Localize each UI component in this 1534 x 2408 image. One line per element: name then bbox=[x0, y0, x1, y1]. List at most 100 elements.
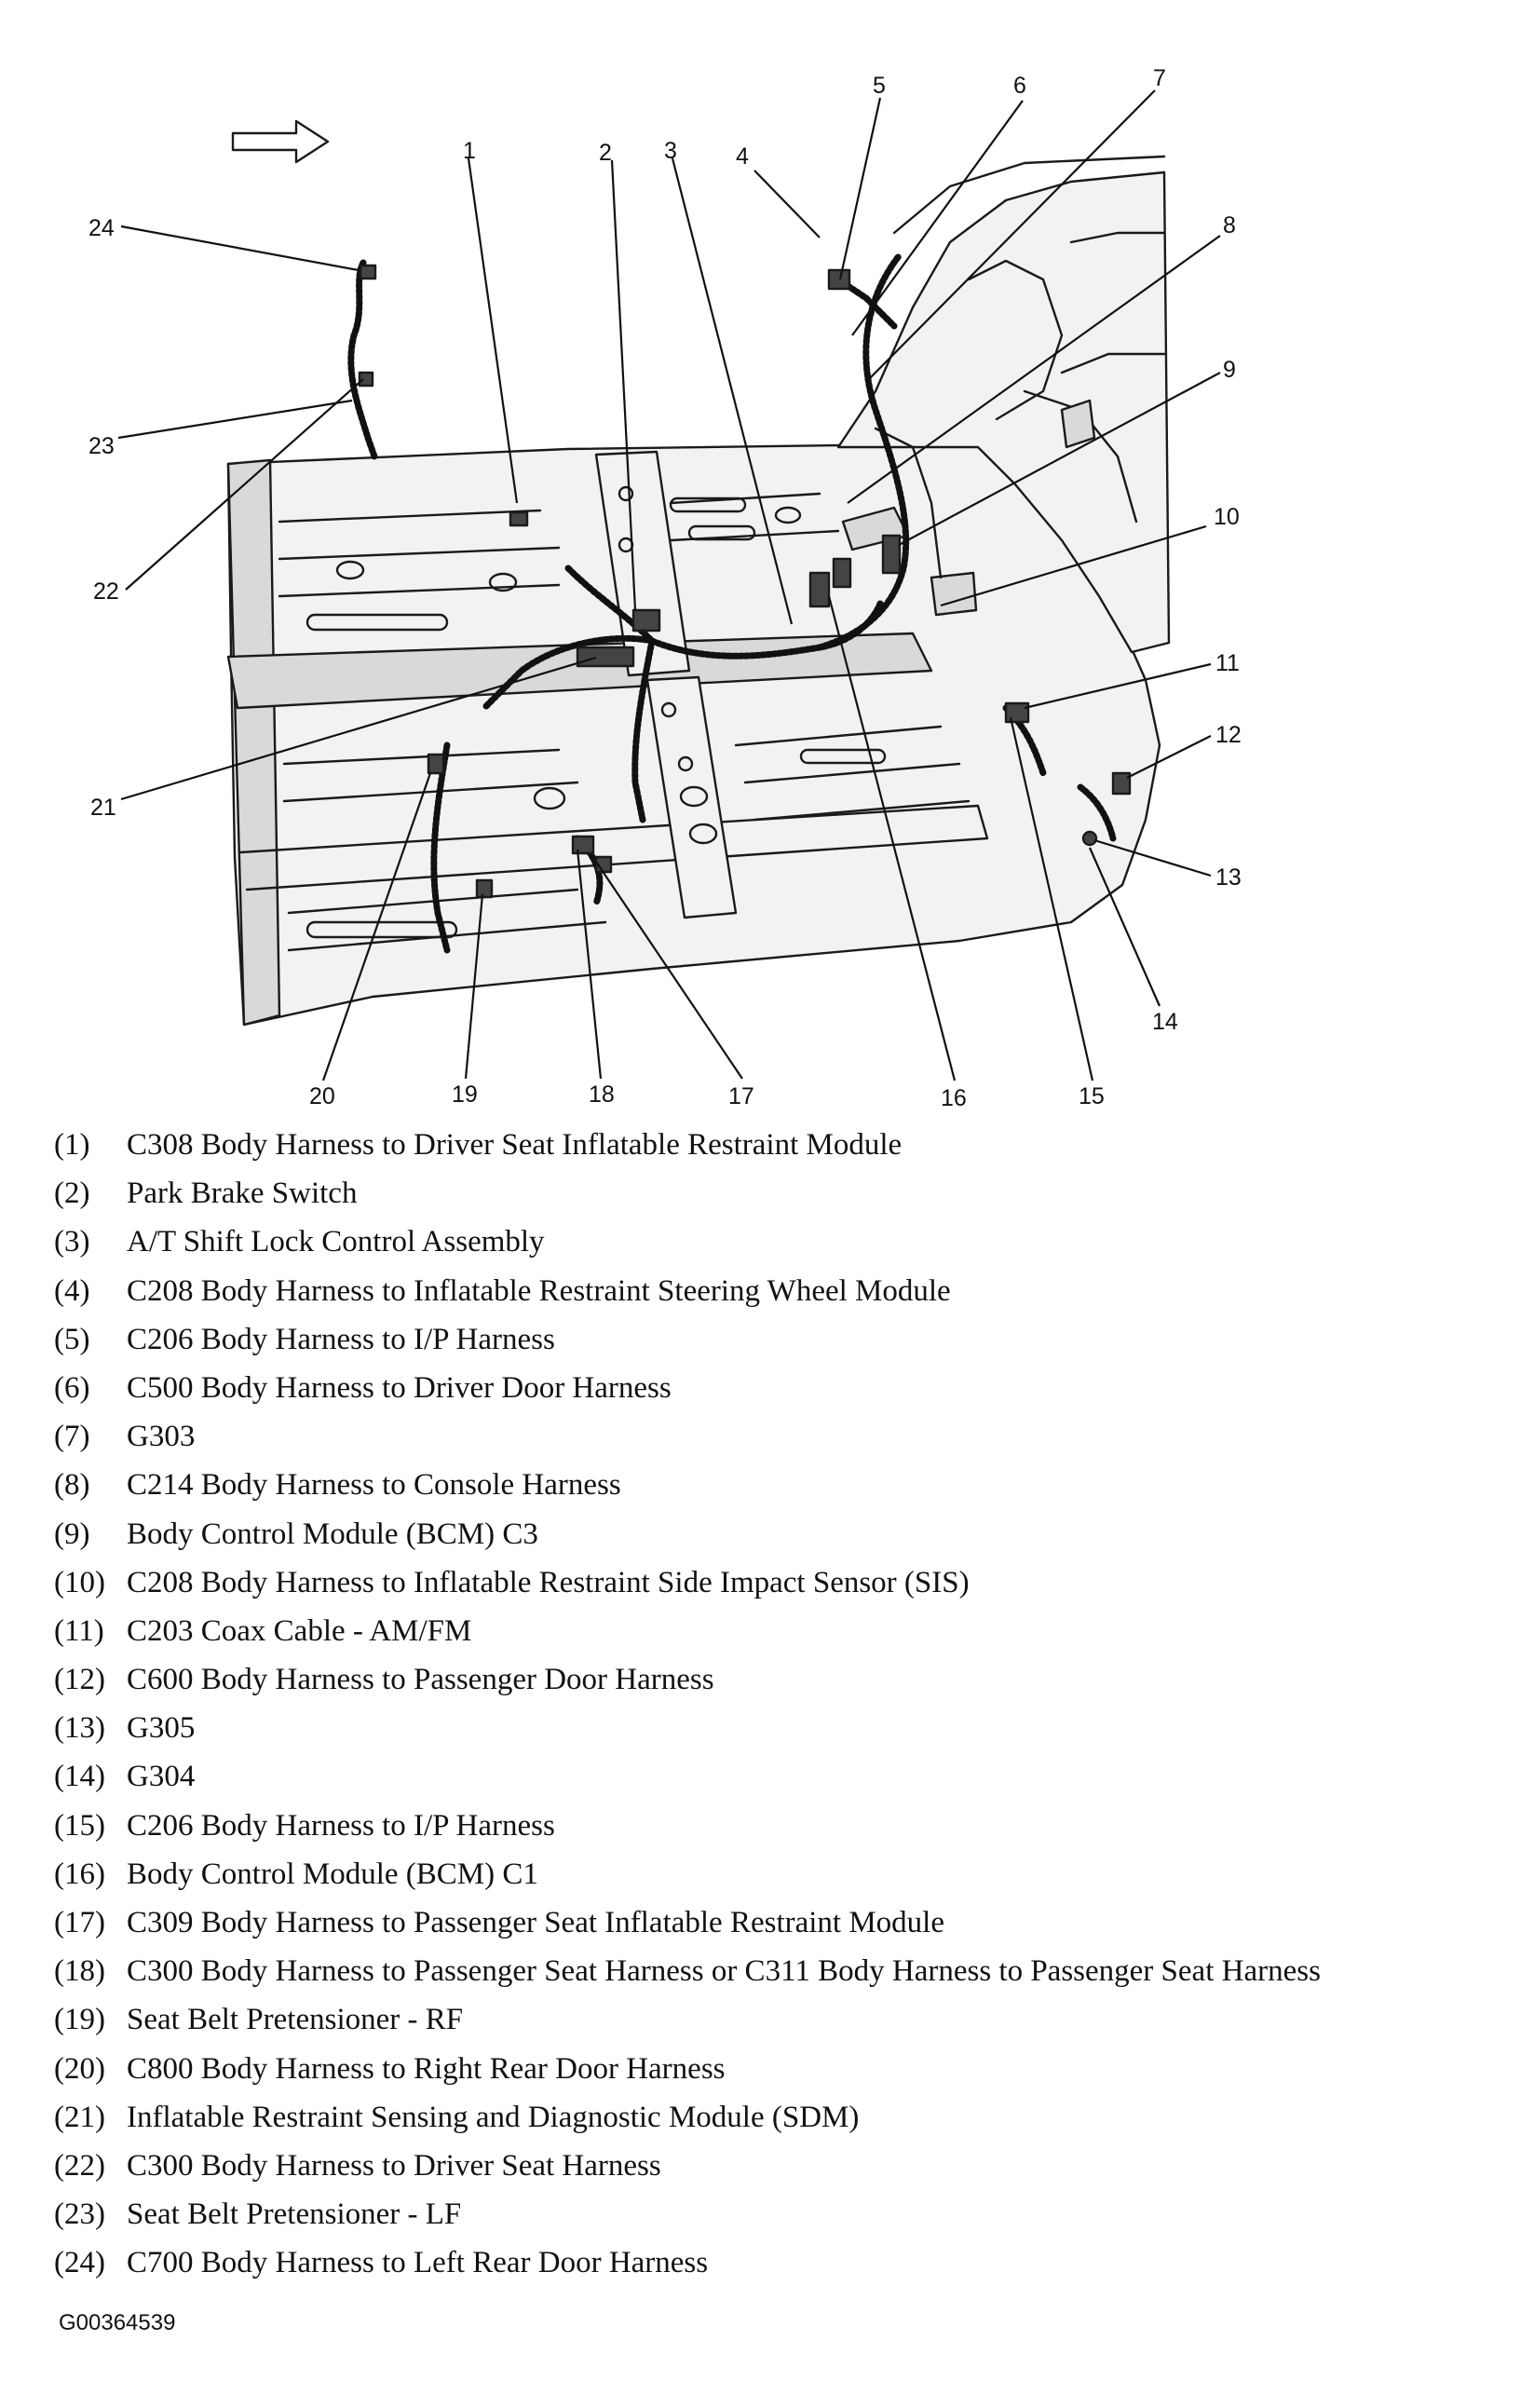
callout-20: 20 bbox=[309, 1083, 335, 1109]
callout-23: 23 bbox=[88, 433, 115, 459]
callout-11: 11 bbox=[1215, 650, 1240, 676]
callout-5: 5 bbox=[873, 73, 886, 99]
legend-item: (8) C214 Body Harness to Console Harness bbox=[54, 1461, 1516, 1509]
legend-text: C800 Body Harness to Right Rear Door Har… bbox=[127, 2051, 726, 2086]
legend-item: (20) C800 Body Harness to Right Rear Door… bbox=[54, 2045, 1516, 2093]
callout-10: 10 bbox=[1214, 504, 1240, 530]
legend-number: (2) bbox=[54, 1177, 90, 1211]
legend-item: (2) Park Brake Switch bbox=[54, 1169, 1516, 1218]
legend-item: (18) C300 Body Harness to Passenger Seat … bbox=[54, 1947, 1516, 1995]
legend-text: C208 Body Harness to Inflatable Restrain… bbox=[127, 1565, 970, 1599]
legend-text: Seat Belt Pretensioner - LF bbox=[127, 2197, 462, 2232]
legend-number: (23) bbox=[54, 2197, 105, 2232]
legend-item: (12) C600 Body Harness to Passenger Door … bbox=[54, 1655, 1516, 1704]
legend-text: C600 Body Harness to Passenger Door Harn… bbox=[127, 1663, 714, 1697]
legend-text: Seat Belt Pretensioner - RF bbox=[127, 2003, 464, 2037]
callout-8: 8 bbox=[1223, 212, 1236, 238]
legend-number: (21) bbox=[54, 2100, 105, 2134]
legend-item: (21) Inflatable Restraint Sensing and Dia… bbox=[54, 2093, 1516, 2142]
legend-number: (4) bbox=[54, 1273, 90, 1308]
legend-number: (22) bbox=[54, 2148, 105, 2183]
legend-item: (3) A/T Shift Lock Control Assembly bbox=[54, 1218, 1516, 1266]
vehicle-floor-pan bbox=[226, 155, 1171, 1027]
callout-6: 6 bbox=[1013, 73, 1026, 99]
legend-item: (5)C206 Body Harness to I/P Harness bbox=[54, 1315, 1516, 1364]
callout-13: 13 bbox=[1215, 864, 1242, 891]
legend-item: (4) C208 Body Harness to Inflatable Restr… bbox=[54, 1267, 1516, 1315]
legend-text: Park Brake Switch bbox=[127, 1177, 358, 1211]
legend-item: (22) C300 Body Harness to Driver Seat Har… bbox=[54, 2142, 1516, 2190]
connectors bbox=[358, 264, 1132, 899]
harness-location-diagram: 1 2 3 4 5 6 7 8 9 10 11 12 13 14 15 16 1… bbox=[88, 65, 1242, 1111]
legend-text: C308 Body Harness to Driver Seat Inflata… bbox=[127, 1128, 903, 1162]
legend-item: (16) Body Control Module (BCM) C1 bbox=[54, 1850, 1516, 1898]
legend-text: G304 bbox=[127, 1760, 196, 1794]
legend-item: (15)C206 Body Harness to I/P Harness bbox=[54, 1802, 1516, 1850]
legend-item: (6) C500 Body Harness to Driver Door Harn… bbox=[54, 1364, 1516, 1412]
legend-text: Body Control Module (BCM) C1 bbox=[127, 1857, 538, 1891]
legend-number: (8) bbox=[54, 1468, 90, 1503]
legend-number: (10) bbox=[54, 1565, 105, 1599]
callout-1: 1 bbox=[463, 138, 476, 164]
callout-18: 18 bbox=[589, 1082, 615, 1108]
callout-19: 19 bbox=[452, 1082, 478, 1108]
legend-number: (17) bbox=[54, 1906, 105, 1939]
legend-text: C309 Body Harness to Passenger Seat Infl… bbox=[127, 1906, 944, 1939]
callout-21: 21 bbox=[90, 795, 116, 821]
callout-numbers: 1 2 3 4 5 6 7 8 9 10 11 12 13 14 15 16 1… bbox=[88, 65, 1242, 1111]
callout-24: 24 bbox=[88, 215, 115, 241]
leader-lines bbox=[117, 89, 1221, 1082]
callout-3: 3 bbox=[664, 138, 677, 164]
legend-number: (6) bbox=[54, 1370, 90, 1405]
legend-item: (17) C309 Body Harness to Passenger Seat … bbox=[54, 1898, 1516, 1947]
legend-text: A/T Shift Lock Control Assembly bbox=[127, 1225, 545, 1259]
callout-17: 17 bbox=[728, 1083, 754, 1109]
legend-text: C300 Body Harness to Driver Seat Harness bbox=[127, 2148, 661, 2183]
component-legend: (1) C308 Body Harness to Driver Seat Infl… bbox=[54, 1121, 1516, 2288]
legend-text: C203 Coax Cable - AM/FM bbox=[127, 1613, 472, 1648]
callout-16: 16 bbox=[941, 1085, 967, 1111]
legend-text: Inflatable Restraint Sensing and Diagnos… bbox=[127, 2100, 860, 2134]
legend-text: G303 bbox=[127, 1420, 196, 1454]
legend-item: (13) G305 bbox=[54, 1704, 1516, 1752]
legend-item: (19) Seat Belt Pretensioner - RF bbox=[54, 1995, 1516, 2044]
callout-12: 12 bbox=[1215, 722, 1242, 748]
legend-number: (18) bbox=[54, 1954, 105, 1989]
callout-14: 14 bbox=[1152, 1009, 1178, 1035]
legend-item: (9) Body Control Module (BCM) C3 bbox=[54, 1510, 1516, 1558]
callout-22: 22 bbox=[93, 578, 119, 605]
legend-text: C214 Body Harness to Console Harness bbox=[127, 1468, 621, 1503]
legend-item: (10) C208 Body Harness to Inflatable Rest… bbox=[54, 1558, 1516, 1607]
legend-item: (7) G303 bbox=[54, 1412, 1516, 1461]
legend-number: (3) bbox=[54, 1225, 90, 1259]
legend-number: (19) bbox=[54, 2003, 105, 2037]
legend-number: (14) bbox=[54, 1760, 105, 1794]
legend-number: (24) bbox=[54, 2246, 105, 2280]
legend-text: C300 Body Harness to Passenger Seat Harn… bbox=[127, 1954, 1321, 1989]
legend-item: (11) C203 Coax Cable - AM/FM bbox=[54, 1607, 1516, 1655]
legend-number: (11) bbox=[54, 1613, 104, 1648]
legend-item: (1) C308 Body Harness to Driver Seat Infl… bbox=[54, 1121, 1516, 1169]
legend-number: (1) bbox=[54, 1128, 90, 1162]
callout-15: 15 bbox=[1079, 1083, 1105, 1109]
legend-text: Body Control Module (BCM) C3 bbox=[127, 1517, 538, 1551]
callout-4: 4 bbox=[736, 143, 749, 170]
legend-number: (20) bbox=[54, 2051, 105, 2086]
legend-text: C206 Body Harness to I/P Harness bbox=[127, 1808, 555, 1843]
callout-2: 2 bbox=[599, 140, 612, 166]
legend-number: (5) bbox=[54, 1322, 90, 1356]
callout-7: 7 bbox=[1153, 65, 1166, 91]
legend-text: C500 Body Harness to Driver Door Harness bbox=[127, 1370, 672, 1405]
legend-number: (9) bbox=[54, 1517, 90, 1551]
figure-id: G00364539 bbox=[59, 2310, 176, 2335]
legend-number: (13) bbox=[54, 1711, 105, 1746]
legend-number: (7) bbox=[54, 1420, 90, 1454]
legend-item: (24)C700 Body Harness to Left Rear Door … bbox=[54, 2238, 1516, 2287]
right-arrow-icon bbox=[231, 119, 330, 164]
legend-number: (16) bbox=[54, 1857, 105, 1891]
legend-item: (14) G304 bbox=[54, 1752, 1516, 1801]
callout-9: 9 bbox=[1223, 357, 1236, 383]
legend-text: C208 Body Harness to Inflatable Restrain… bbox=[127, 1273, 951, 1308]
legend-number: (12) bbox=[54, 1663, 105, 1697]
legend-text: G305 bbox=[127, 1711, 196, 1746]
